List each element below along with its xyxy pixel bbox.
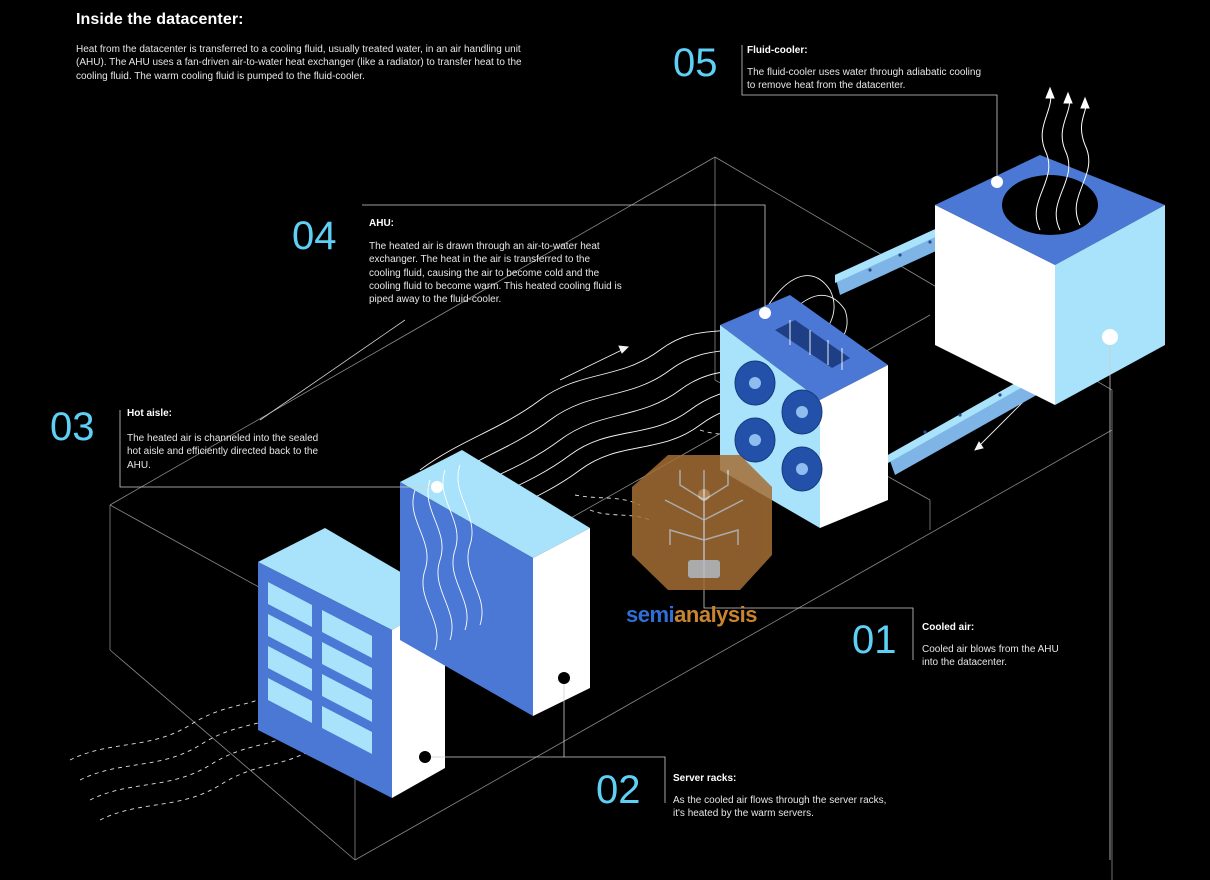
callout-dot-03 [431,481,443,493]
callout-dot-04 [759,307,771,319]
server-rack-front [258,528,445,798]
cooling-pipes [835,220,1042,475]
callout-dot-05 [991,176,1003,188]
callout-dot-02b [558,672,570,684]
rack-heat-lines [412,464,483,651]
callout-dot-fluid-cooler [1102,329,1118,345]
ahu-unit [720,295,888,528]
fluid-cooler-unit [935,155,1165,405]
callout-dot-02a [419,751,431,763]
vapor-lines [1035,86,1090,231]
callout-leaders [119,45,1111,860]
server-rack-back [400,450,590,716]
ahu-intake-arrows [789,320,843,370]
watermark-logo [632,455,772,590]
